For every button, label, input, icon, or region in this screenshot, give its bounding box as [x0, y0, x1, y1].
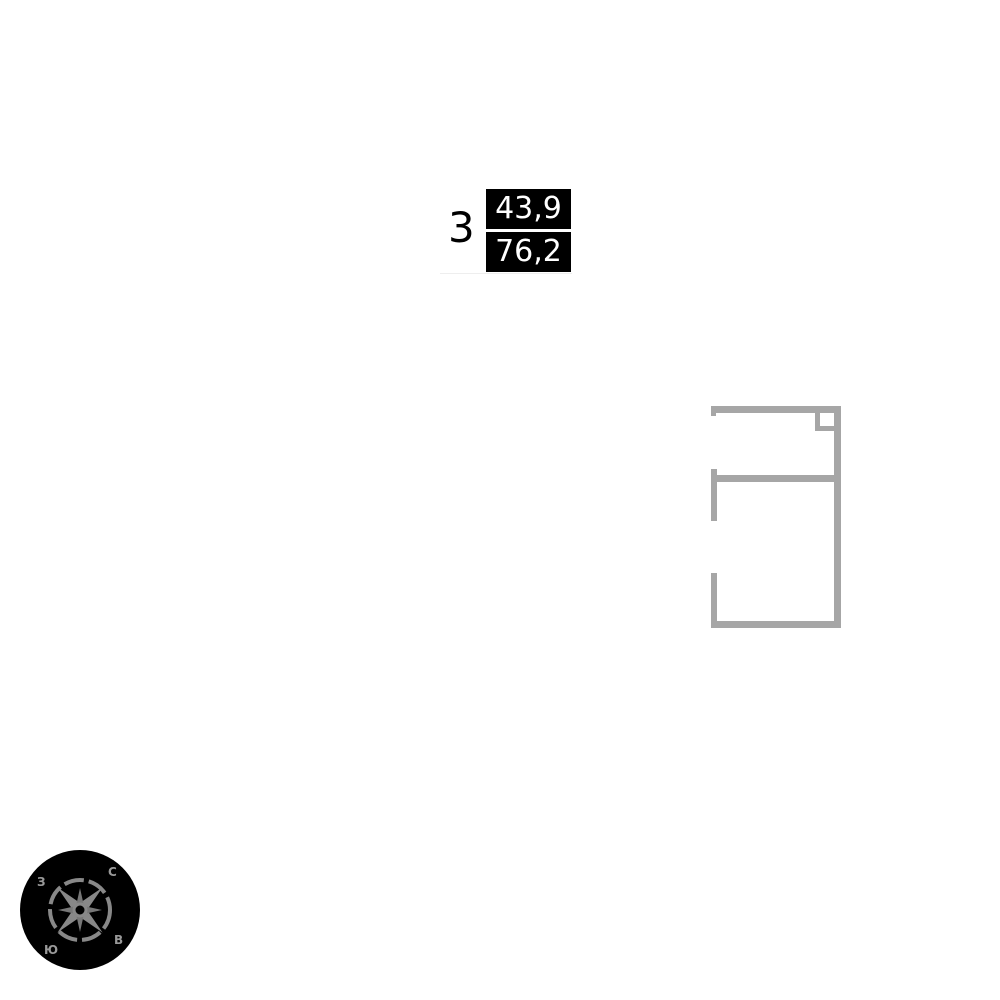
west-label: З: [37, 875, 46, 889]
north-label: С: [108, 865, 117, 879]
floor-plan: [711, 406, 841, 628]
east-label: В: [114, 933, 123, 947]
compass-icon: С В Ю З: [20, 850, 140, 970]
south-label: Ю: [44, 943, 58, 957]
apartment-label: 3 43,9 76,2: [440, 189, 572, 274]
living-area: 43,9: [486, 189, 571, 229]
room-count: 3: [448, 203, 475, 252]
total-area: 76,2: [486, 232, 571, 272]
